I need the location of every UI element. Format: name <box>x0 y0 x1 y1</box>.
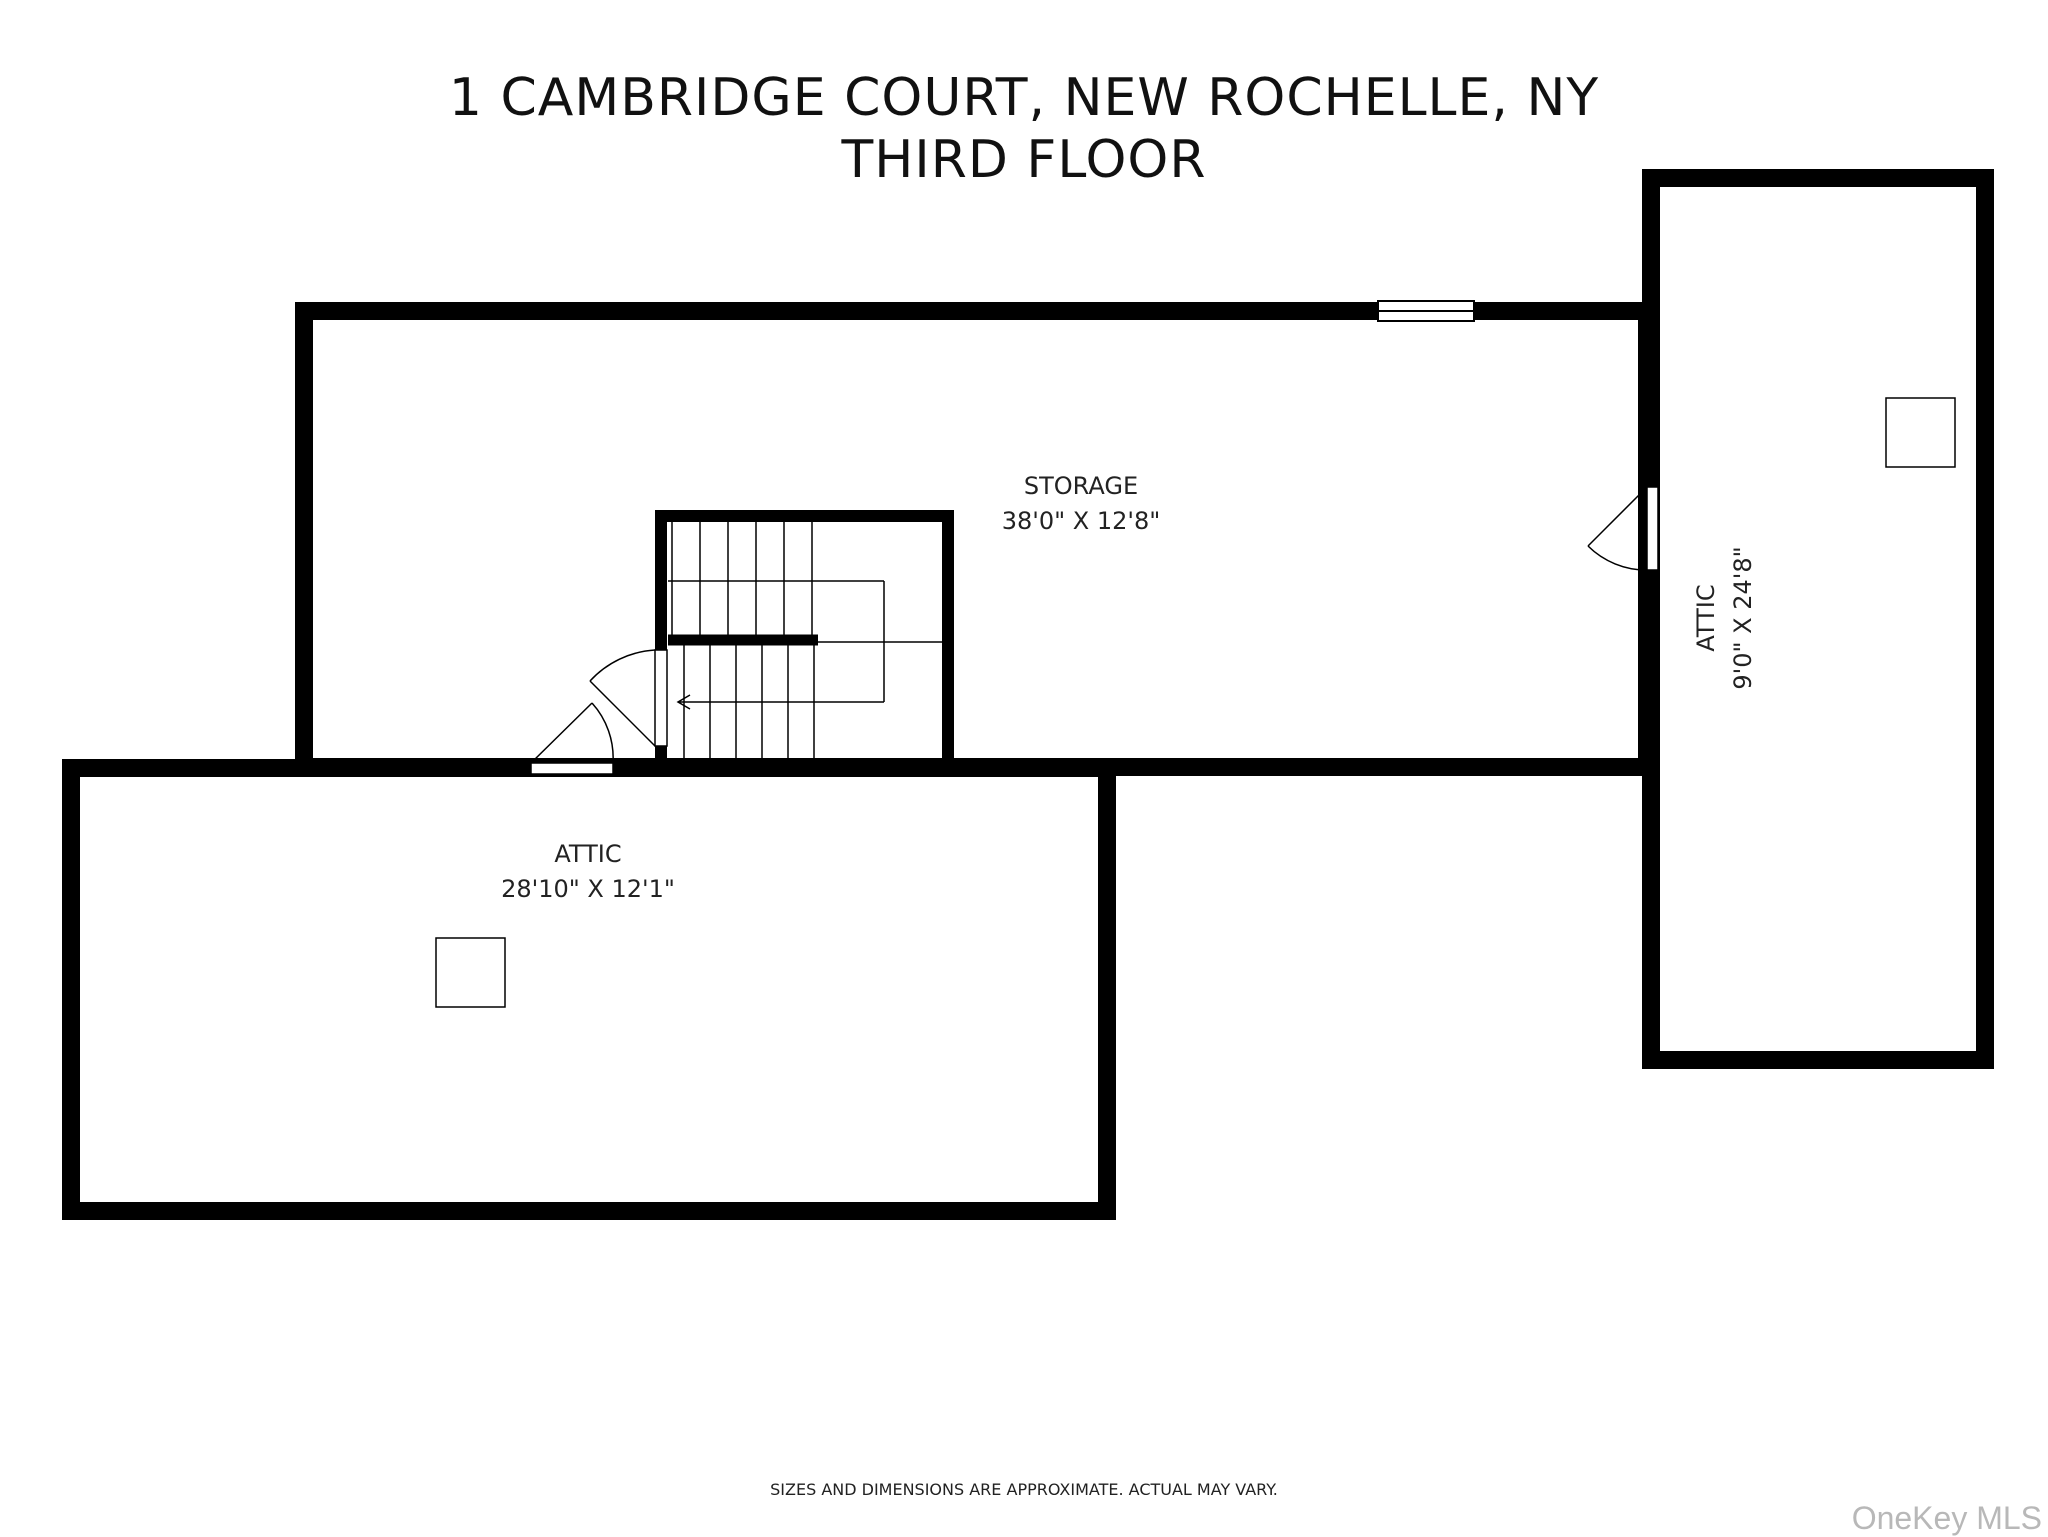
disclaimer-text: SIZES AND DIMENSIONS ARE APPROXIMATE. AC… <box>770 1480 1278 1499</box>
storage-room-walls <box>295 302 1656 776</box>
attic-right-room-name: ATTIC <box>1692 584 1720 651</box>
attic-right-walls <box>1642 169 1994 1069</box>
plan-title-address: 1 CAMBRIDGE COURT, NEW ROCHELLE, NY <box>448 68 1600 128</box>
stair-door <box>589 649 668 747</box>
attic-right-room-dimensions: 9'0" X 24'8" <box>1729 546 1757 689</box>
plan-title-floor: THIRD FLOOR <box>841 130 1207 190</box>
storage-room-name: STORAGE <box>1024 472 1138 500</box>
attic-right-door <box>1587 486 1659 571</box>
attic-lower-room-name: ATTIC <box>554 840 621 868</box>
watermark-logo: OneKey MLS <box>1851 1500 2042 1536</box>
stairwell <box>655 510 954 760</box>
attic-lower-walls <box>62 759 1116 1220</box>
storage-room-dimensions: 38'0" X 12'8" <box>1002 507 1161 535</box>
attic-lower-room-dimensions: 28'10" X 12'1" <box>501 875 675 903</box>
attic-lower-door <box>530 702 614 775</box>
storage-window <box>1377 300 1475 322</box>
attic-lower-hatch <box>435 937 506 1008</box>
attic-right-hatch <box>1885 397 1956 468</box>
